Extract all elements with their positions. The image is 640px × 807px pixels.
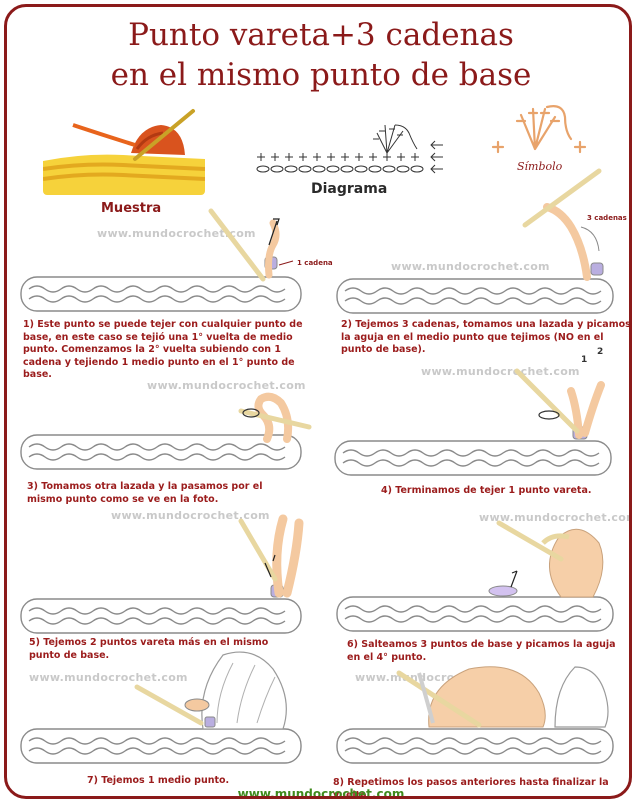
diagram-label: Diagrama (311, 181, 388, 197)
step-1-text: 1) Este punto se puede tejer con cualqui… (23, 319, 303, 380)
stitch-symbol (491, 105, 587, 154)
step-1-illustration (20, 208, 302, 312)
step-7-illustration (20, 651, 302, 764)
sample-photo (43, 105, 205, 195)
watermark: www.mundocrochet.com (421, 365, 580, 378)
step-7-text: 7) Tejemos 1 medio punto. (87, 775, 230, 786)
callout-1-cadena: 1 cadena (297, 259, 333, 267)
watermark: www.mundocrochet.com (479, 511, 632, 524)
callout-3-cadenas: 3 cadenas (587, 214, 627, 222)
watermark: www.mundocrochet.com (97, 227, 256, 240)
title-line-1: Punto vareta+3 cadenas (128, 17, 514, 53)
watermark: www.mundocrochet.com (147, 379, 306, 392)
step-5-text: 5) Tejemos 2 puntos vareta más en el mis… (29, 637, 269, 661)
callout-2: 2 (597, 347, 604, 357)
step-6-illustration (336, 520, 614, 632)
page-frame: Punto vareta+3 cadenas en el mismo punto… (4, 4, 632, 799)
step-3-illustration (20, 392, 312, 470)
step-2-illustration (336, 168, 614, 314)
stitch-diagram (256, 124, 443, 174)
title-line-2: en el mismo punto de base (110, 57, 532, 93)
footer-url: www.mundocrochet.com (237, 787, 405, 799)
step-4-illustration (334, 368, 612, 476)
watermark: www.mundocrochet.com (391, 260, 550, 273)
step-8-illustration (336, 666, 614, 764)
step-6-text: 6) Salteamos 3 puntos de base y picamos … (347, 639, 616, 663)
step-5-illustration (20, 514, 304, 634)
sample-label: Muestra (101, 201, 162, 216)
page-title: Punto vareta+3 cadenas en el mismo punto… (7, 15, 629, 95)
step-8-text: 8) Repetimos los pasos anteriores hasta … (333, 777, 609, 799)
symbol-label: Símbolo (517, 160, 563, 173)
step-2-text: 2) Tejemos 3 cadenas, tomamos una lazada… (341, 319, 631, 355)
step-4-text: 4) Terminamos de tejer 1 punto vareta. (381, 485, 592, 496)
watermark: www.mundocrochet.com (29, 671, 188, 684)
watermark: www.mundocrochet.com (111, 509, 270, 522)
step-3-text: 3) Tomamos otra lazada y la pasamos por … (27, 481, 263, 505)
callout-1: 1 (581, 355, 588, 365)
